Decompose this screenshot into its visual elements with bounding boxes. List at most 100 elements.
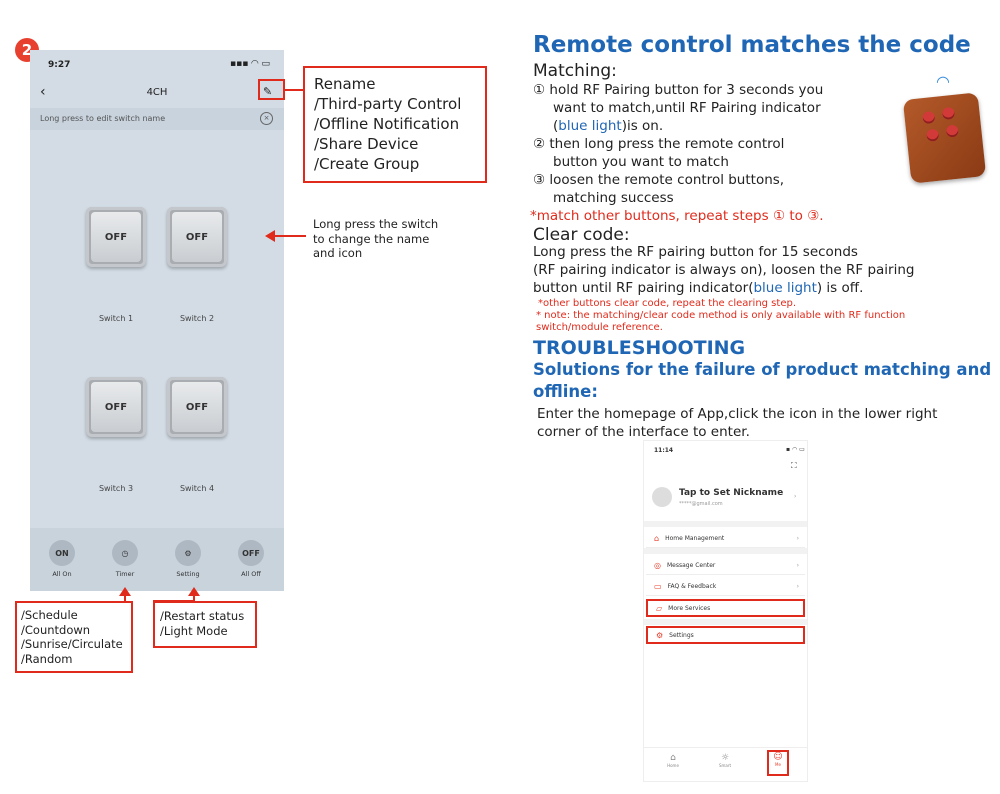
remote-key-c [926,128,940,142]
hint-text: Long press to edit switch name [40,114,166,123]
p2-divider-3 [644,619,807,625]
edit-connector-line [285,89,303,91]
switch-1-state: OFF [91,212,141,262]
step-1-paren-open: ( [553,118,559,134]
matching-heading: Matching: [533,61,617,81]
step-1-line-1: ① hold RF Pairing button for 3 seconds y… [533,82,824,98]
clear-line-3: button until RF pairing indicator(blue l… [533,279,863,297]
timer-button[interactable]: ◷ Timer [100,540,150,578]
p2-scan-icon[interactable]: ⛶ [791,461,797,470]
wifi-signal-icon: ◠ [936,72,950,91]
p2-menu-label: Home Management [665,534,725,542]
faq-icon: ▭ [654,581,662,591]
setting-connector-line [193,591,195,602]
step-1-line-2: want to match,until RF Pairing indicator [553,100,821,116]
status-bar: 9:27 ▪▪▪ ◠ ▭ [30,50,284,78]
settings-gear-icon: ⚙ [656,630,664,640]
troubleshooting-text-2: corner of the interface to enter. [537,424,750,440]
p2-menu-home-management[interactable]: ⌂ Home Management › [646,529,805,548]
clear-blue-light: blue light [753,280,817,296]
p2-tab-me-label: Me [775,762,781,767]
p2-menu-label: More Services [668,604,711,612]
step-1-line-3: (blue light)is on. [553,117,663,135]
edit-menu-text: Rename /Third-party Control /Offline Not… [314,75,462,173]
remote-key-a [922,110,936,125]
p2-menu-message-center[interactable]: ◎ Message Center › [646,556,805,575]
switch-3-button[interactable]: OFF [86,377,146,437]
p2-menu-label: Settings [669,631,694,639]
p2-tab-bar: ⌂ Home ☼ Smart ☺ Me [644,747,807,782]
clear-note-3: switch/module reference. [536,322,663,333]
switch-2-label: Switch 2 [179,314,215,323]
troubleshooting-title: TROUBLESHOOTING [533,337,746,359]
p2-tab-smart-label: Smart [718,763,732,768]
clock-icon: ◷ [112,540,138,566]
status-time: 9:27 [48,60,71,70]
smart-tab-icon: ☼ [720,753,730,763]
p2-tab-home-label: Home [667,763,679,768]
p2-profile-chevron-icon: › [794,493,797,500]
timer-menu-callout: /Schedule /Countdown /Sunrise/Circulate … [15,601,133,673]
phone-screen: 9:27 ▪▪▪ ◠ ▭ ‹ 4CH ✎ Long press to edit … [30,50,284,591]
remote-key-d [945,124,959,138]
edit-icon[interactable]: ✎ [263,85,273,98]
troubleshooting-sub-2: offline: [533,382,598,401]
close-hint-icon[interactable]: × [260,112,273,125]
switch-4-label: Switch 4 [179,484,215,493]
switch-2-state: OFF [172,212,222,262]
chevron-right-icon: › [796,582,799,590]
section-title: Remote control matches the code [533,32,971,58]
p2-email: *****@gmail.com [679,501,723,507]
switch-1-button[interactable]: OFF [86,207,146,267]
p2-menu-faq[interactable]: ▭ FAQ & Feedback › [646,577,805,596]
power-on-icon: ON [49,540,75,566]
me-tab-icon: ☺ [773,752,783,762]
home-icon: ⌂ [654,533,660,543]
setting-button[interactable]: ⚙ Setting [163,540,213,578]
timer-connector-line-2 [124,596,126,604]
all-off-label: All Off [241,570,261,578]
clear-line-2: (RF pairing indicator is always on), loo… [533,262,915,278]
long-press-arrow-line [274,235,306,237]
p2-avatar[interactable] [652,487,672,507]
switch-4-button[interactable]: OFF [167,377,227,437]
edit-menu-callout: Rename /Third-party Control /Offline Not… [303,66,487,183]
p2-menu-more-services[interactable]: ▱ More Services [646,599,805,617]
setting-menu-callout: /Restart status /Light Mode [153,601,257,648]
step-3-line-1: ③ loosen the remote control buttons, [533,172,785,188]
back-icon[interactable]: ‹ [40,84,46,100]
setting-arrow-icon [188,587,200,596]
p2-tab-me[interactable]: ☺ Me [767,750,789,776]
timer-menu-text: /Schedule /Countdown /Sunrise/Circulate … [21,608,123,666]
troubleshooting-sub-1: Solutions for the failure of product mat… [533,360,992,379]
switch-3-label: Switch 3 [98,484,134,493]
p2-menu-label: Message Center [666,561,716,569]
page-title: 4CH [146,87,168,98]
p2-divider-2 [644,548,807,554]
clear-3-post: ) is off. [816,280,864,296]
message-icon: ◎ [654,560,661,570]
signal-icon: ▪▪▪ ◠ ▭ [230,59,270,69]
clear-3-pre: button until RF pairing indicator( [533,280,754,296]
chevron-right-icon: › [796,561,799,569]
step-2-line-1: ② then long press the remote control [533,136,785,152]
all-off-button[interactable]: OFF All Off [226,540,276,578]
switch-2-button[interactable]: OFF [167,207,227,267]
edit-icon-highlight [258,79,285,100]
p2-menu-settings[interactable]: ⚙ Settings [646,626,805,644]
timer-arrow-icon [119,587,131,596]
all-on-button[interactable]: ON All On [37,540,87,578]
bottom-toolbar: ON All On ◷ Timer ⚙ Setting OFF All Off [30,528,284,591]
p2-tab-smart[interactable]: ☼ Smart [710,753,740,768]
p2-tab-home[interactable]: ⌂ Home [658,753,688,768]
long-press-arrow-icon [265,230,275,242]
clear-heading: Clear code: [533,225,630,245]
troubleshooting-text-1: Enter the homepage of App,click the icon… [537,406,938,422]
switch-4-state: OFF [172,382,222,432]
nav-bar: ‹ 4CH ✎ [30,78,284,108]
clear-note-1: *other buttons clear code, repeat the cl… [538,298,796,309]
p2-nickname[interactable]: Tap to Set Nickname [679,488,784,498]
profile-screen: 11:14 ▪ ◠ ▭ ⛶ Tap to Set Nickname *****@… [643,440,808,782]
all-on-label: All On [52,570,72,578]
hint-bar: Long press to edit switch name × [30,108,284,130]
